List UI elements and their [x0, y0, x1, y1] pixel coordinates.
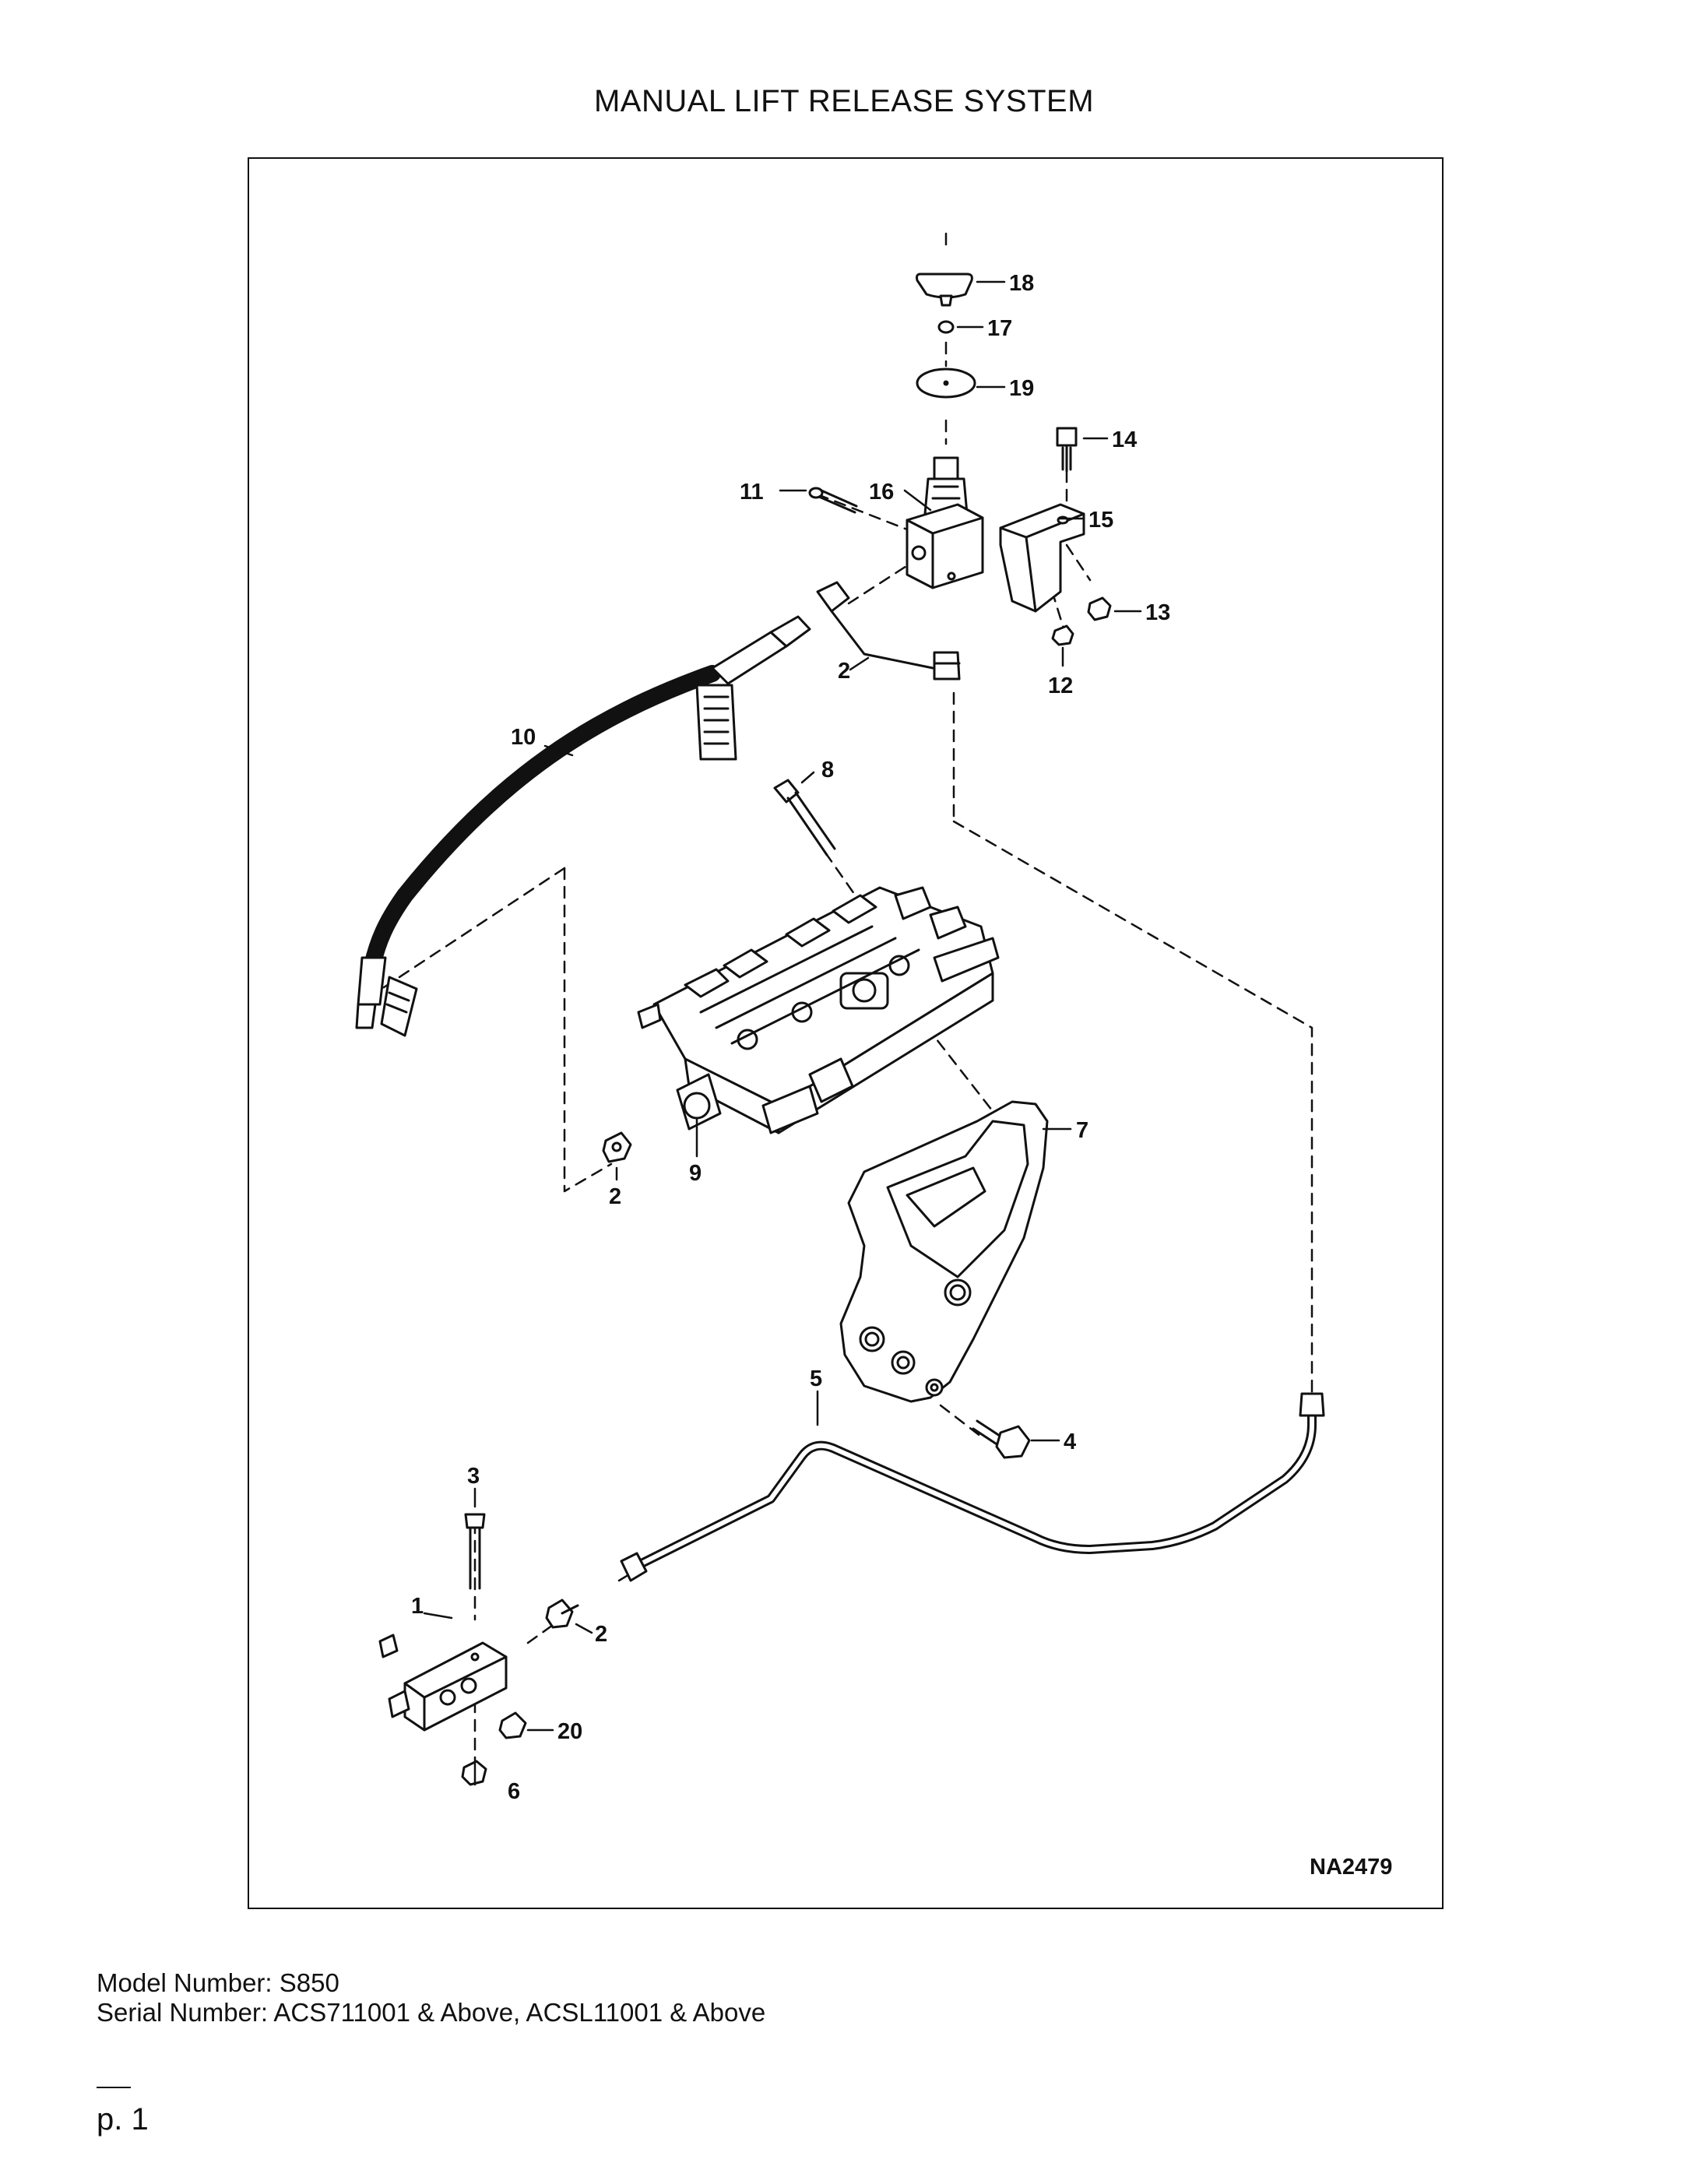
callout-3: 3 [467, 1464, 480, 1489]
callout-1: 1 [411, 1594, 424, 1619]
callout-6: 6 [508, 1779, 520, 1804]
callout-16: 16 [869, 480, 894, 505]
callout-10: 10 [511, 725, 536, 750]
part-10-hose [355, 615, 811, 1037]
leader-lines [423, 280, 1142, 1786]
part-13-nut [1087, 596, 1112, 621]
callout-8: 8 [821, 758, 834, 783]
callout-11: 11 [740, 480, 764, 505]
callout-14: 14 [1112, 427, 1137, 452]
page-title: MANUAL LIFT RELEASE SYSTEM [593, 84, 1095, 118]
part-18-knob [916, 273, 973, 307]
callout-4: 4 [1064, 1430, 1076, 1454]
callout-13: 13 [1145, 600, 1170, 625]
callout-7: 7 [1076, 1118, 1088, 1143]
callout-20: 20 [557, 1719, 582, 1744]
part-8-bolt [773, 779, 836, 856]
part-12-nut [1051, 624, 1074, 646]
callout-9: 9 [689, 1161, 702, 1186]
callout-17: 17 [987, 316, 1012, 341]
callout-2-upper: 2 [838, 659, 850, 684]
serial-number: Serial Number: ACS711001 & Above, ACSL11… [97, 1998, 766, 2027]
part-11-bolt [808, 487, 858, 514]
part-2-fitting-upper [816, 581, 961, 681]
callout-15: 15 [1088, 508, 1113, 533]
part-2-fitting-lower [545, 1598, 579, 1629]
callout-2-middle: 2 [609, 1184, 621, 1209]
page-number-rule [97, 2087, 131, 2088]
part-20-plug [498, 1711, 527, 1739]
part-2-fitting-middle [602, 1131, 632, 1163]
diagram-frame [248, 157, 1444, 1909]
page-number: p. 1 [97, 2102, 149, 2137]
part-15-bracket [999, 503, 1085, 613]
callout-5: 5 [810, 1366, 822, 1391]
drawing-id: NA2479 [1310, 1855, 1392, 1880]
callout-18: 18 [1009, 271, 1034, 296]
part-3-bolt [464, 1513, 486, 1590]
part-9-control-valve [637, 886, 1000, 1134]
callout-19: 19 [1009, 376, 1034, 401]
part-19-disc [916, 368, 976, 399]
part-17-nut [937, 320, 955, 334]
part-4-bolt [972, 1419, 1031, 1459]
part-1-valve-block [378, 1634, 508, 1732]
part-7-mounting-bracket [839, 1100, 1049, 1403]
callout-2-lower: 2 [595, 1622, 607, 1647]
part-16-valve [906, 456, 984, 589]
part-5-tube [620, 1392, 1325, 1582]
callout-12: 12 [1048, 673, 1073, 698]
model-number: Model Number: S850 [97, 1968, 339, 1997]
part-14-bolt [1056, 427, 1078, 473]
